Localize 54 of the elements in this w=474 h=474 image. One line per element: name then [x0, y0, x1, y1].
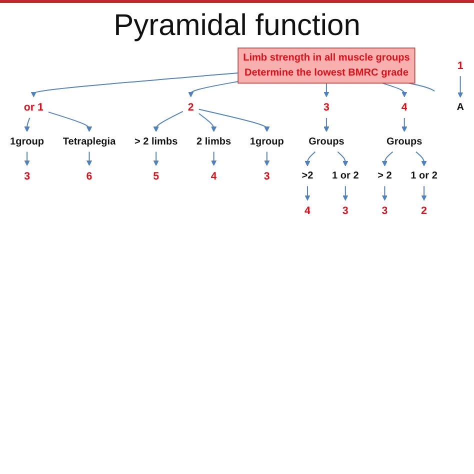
arrow — [188, 81, 238, 98]
node-text: 3 — [323, 101, 330, 114]
arrow — [304, 151, 316, 166]
arrow — [382, 186, 388, 201]
arrow — [211, 152, 217, 166]
arrow — [421, 186, 427, 201]
arrow — [264, 152, 270, 166]
arrow — [324, 83, 330, 98]
node-text: 4 — [401, 101, 408, 114]
arrow — [153, 152, 159, 166]
node-text: 1 or 2 — [332, 170, 359, 182]
arrow — [198, 113, 217, 132]
node-text: 1group — [10, 136, 44, 147]
node-text: or 1 — [24, 101, 44, 114]
node-text: 4 — [210, 170, 217, 182]
arrow — [324, 118, 330, 132]
node-text: 5 — [153, 170, 160, 182]
node-text: 3 — [264, 170, 270, 182]
node-text: 2 limbs — [196, 136, 232, 147]
arrow — [86, 152, 92, 166]
flowchart: Limb strength in all muscle groups Determine the lowest BMRC grade or 1 2 3 4 1group 3 Tetraplegia 6 > 2 limbs 2 limbs 1group 5 4 3 Groups >2 1 or 2 4 3 Groups > 2 1 or 2 3 2 A 1 — [0, 43, 474, 226]
arrow — [416, 151, 427, 166]
arrow — [382, 151, 394, 166]
node-box — [238, 48, 416, 84]
node-text: Groups — [308, 136, 344, 147]
node-text: 3 — [342, 204, 348, 217]
node-text: 2 — [188, 101, 194, 114]
arrow — [48, 112, 92, 132]
node-text: 1 — [457, 59, 464, 72]
node-text: > 2 — [378, 170, 392, 182]
arrow — [304, 186, 310, 201]
node-text: 3 — [382, 204, 388, 217]
node-text: 3 — [24, 170, 30, 182]
node-text: 1 or 2 — [410, 170, 438, 182]
arrow — [337, 151, 348, 166]
arrow — [30, 72, 238, 98]
node-text: >2 — [302, 170, 314, 182]
title: Pyramidal function — [112, 9, 362, 43]
node-text: > 2 limbs — [134, 136, 178, 147]
node-text: 1group — [250, 136, 284, 147]
arrow — [382, 82, 408, 98]
arrow — [153, 110, 184, 132]
arrow — [342, 186, 348, 201]
arrow — [402, 118, 408, 132]
node-text: 2 — [421, 204, 427, 217]
node-text: 6 — [86, 170, 92, 182]
node-text: Tetraplegia — [62, 136, 116, 147]
arrow — [198, 108, 270, 132]
node-text: Groups — [386, 136, 422, 147]
arrow — [24, 118, 30, 132]
arrow — [24, 152, 30, 166]
node-text: 4 — [304, 204, 310, 217]
arrow — [458, 76, 464, 98]
node-text: A — [456, 102, 464, 112]
